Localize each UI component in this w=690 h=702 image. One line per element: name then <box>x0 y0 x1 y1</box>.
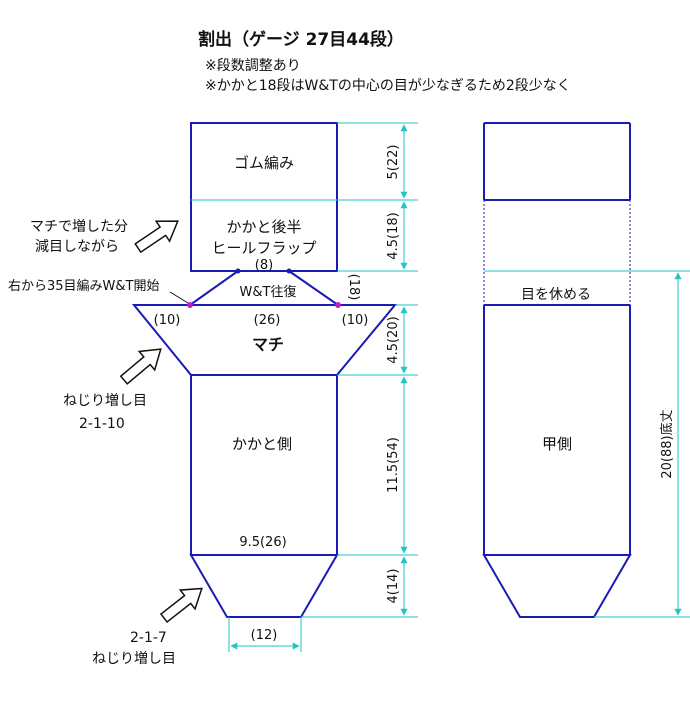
twist-increase-bottom-formula: 2-1-7 <box>130 630 167 646</box>
ribbing-section <box>190 122 338 272</box>
heel-back-label: かかと後半 <box>226 218 301 236</box>
dim-heel-side: 11.5(54) <box>386 437 401 493</box>
machi-decrease-note-2: 減目しながら <box>35 238 119 255</box>
gusset-mid-count: (26) <box>254 313 281 328</box>
stitch-marker-top-right <box>286 268 292 274</box>
ribbing-label: ゴム編み <box>234 154 294 172</box>
foot-length-extensions <box>484 270 690 618</box>
stitch-marker-right <box>335 302 341 308</box>
note-heel-rows: ※かかと18段はW&Tの中心の目が少なぎるため2段少なく <box>205 78 571 94</box>
arrow-icon <box>159 587 203 623</box>
heel-flap-right-diag <box>288 270 339 306</box>
dim-ribbing: 5(22) <box>386 145 401 180</box>
dim-gusset: 4.5(20) <box>386 316 401 363</box>
heel-center-stitches: (8) <box>255 258 273 273</box>
wt-label: W&T往復 <box>240 284 297 300</box>
instep-toe-section <box>482 554 632 618</box>
foot-length-label: 20(88)底丈 <box>659 409 675 478</box>
twist-increase-bottom-label: ねじり増し目 <box>92 651 176 667</box>
dim-toe: 4(14) <box>386 569 401 604</box>
twist-increase-top-label: ねじり増し目 <box>63 393 147 409</box>
gusset-label: マチ <box>252 335 284 354</box>
gusset-right-count: (10) <box>342 313 369 328</box>
stitch-marker-left <box>187 302 193 308</box>
arrow-icon <box>119 348 162 385</box>
right-sock-outline <box>482 122 632 618</box>
wt-start-note: 右から35目編みW&T開始 <box>8 278 159 294</box>
toe-width-label: (12) <box>251 628 278 643</box>
body-width-label: 9.5(26) <box>239 535 286 550</box>
dim-heel-flap: 4.5(18) <box>386 212 401 259</box>
twist-increase-top-formula: 2-1-10 <box>79 416 125 432</box>
arrow-icon <box>134 220 179 254</box>
stitch-marker-top-left <box>235 268 241 274</box>
wt-start-pointer <box>169 291 189 304</box>
toe-section <box>189 554 339 618</box>
instep-label: 甲側 <box>542 435 572 453</box>
rest-stitches-label: 目を休める <box>521 287 591 303</box>
heel-side-label: かかと側 <box>232 435 292 453</box>
dimension-extensions <box>301 122 418 618</box>
heel-flap-label: ヒールフラップ <box>211 239 316 257</box>
rest-stitches-dotted <box>483 200 631 305</box>
diagram-title: 割出（ゲージ 27目44段） <box>198 29 404 50</box>
heel-side-section <box>190 374 338 556</box>
wt-rows-label: (18) <box>346 274 361 301</box>
note-row-adjust: ※段数調整あり <box>205 58 301 74</box>
heel-flap-left-diag <box>189 270 239 306</box>
machi-decrease-note-1: マチで増した分 <box>30 219 128 235</box>
gusset-left-count: (10) <box>154 313 181 328</box>
